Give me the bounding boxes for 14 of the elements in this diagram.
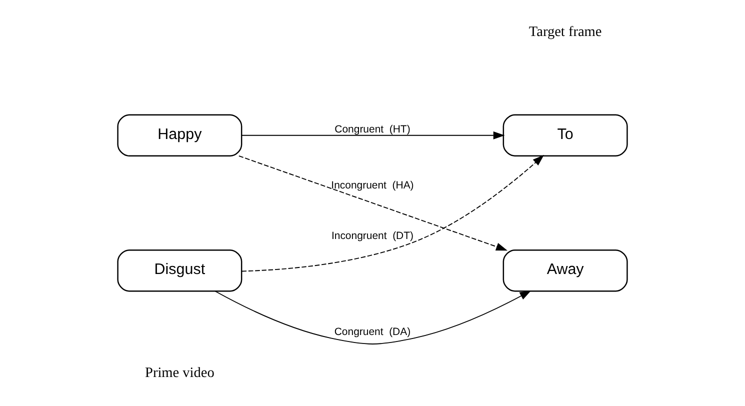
arrow (241, 154, 544, 272)
edge-label: Congruent (HT) (334, 124, 410, 136)
label: Target frame (528, 24, 602, 40)
arrow (238, 155, 508, 251)
node-box: To (502, 114, 628, 156)
node-box: Away (502, 250, 628, 292)
edge-label: Congruent (DA) (334, 327, 411, 338)
arrow (214, 290, 532, 344)
node-box: Happy (117, 114, 242, 156)
node-box: Disgust (117, 250, 242, 292)
arrow (241, 131, 505, 140)
edge-label: Incongruent (DT) (331, 230, 414, 242)
edge-label: Incongruent (HA) (331, 180, 414, 192)
label: Prime video (145, 364, 214, 381)
